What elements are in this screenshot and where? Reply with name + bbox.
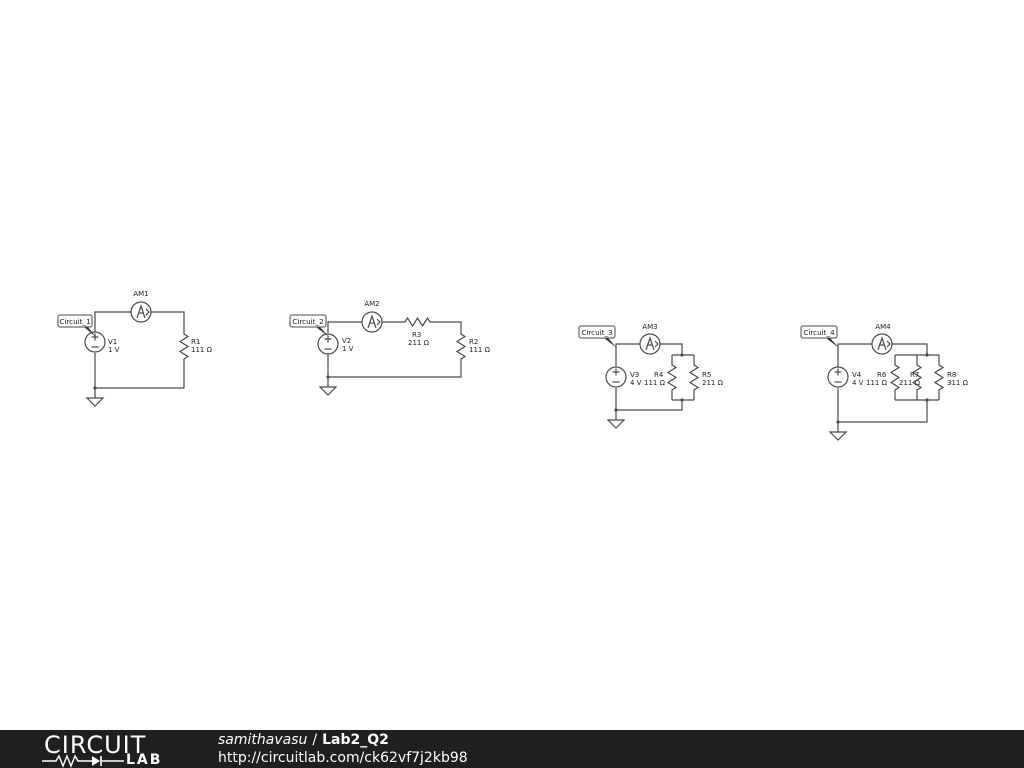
schematic-canvas: Circuit_1 AM1 V1 1 V R1 111 Ω Circuit_2 …	[57, 290, 969, 441]
logo-word-bottom: LAB	[126, 752, 163, 768]
voltage-source-v1-icon[interactable]	[84, 331, 106, 353]
ammeter-am1-icon[interactable]	[130, 301, 152, 323]
resistor-value: 111 Ω	[191, 346, 213, 354]
resistor-name: R2	[469, 338, 478, 346]
schematic-meta: samithavasu/Lab2_Q2 http://circuitlab.co…	[218, 731, 468, 767]
source-value: 1 V	[342, 345, 354, 353]
source-name: V1	[108, 338, 117, 346]
resistor-r5-icon[interactable]	[689, 361, 699, 394]
circuit-tag[interactable]: Circuit_3	[581, 328, 612, 337]
source-value: 4 V	[630, 379, 642, 387]
resistor-r8-icon[interactable]	[934, 361, 944, 394]
ground-icon	[607, 409, 625, 429]
ammeter-label: AM4	[875, 323, 891, 331]
resistor-r3-icon[interactable]	[401, 317, 434, 327]
resistor-value: 111 Ω	[866, 379, 888, 387]
source-name: V2	[342, 337, 351, 345]
ground-icon	[86, 387, 104, 407]
ground-icon	[319, 376, 337, 396]
ammeter-label: AM3	[642, 323, 657, 331]
circuit-3: Circuit_3 AM3 V3 4 V R4 111 Ω R5 211 Ω	[578, 323, 724, 429]
resistor-value: 111 Ω	[469, 346, 491, 354]
resistor-value: 211 Ω	[702, 379, 724, 387]
resistor-name: R7	[910, 371, 919, 379]
resistor-name: R4	[654, 371, 664, 379]
resistor-name: R8	[947, 371, 956, 379]
source-name: V3	[630, 371, 639, 379]
resistor-r1-icon[interactable]	[179, 330, 189, 363]
path-separator: /	[312, 732, 318, 748]
ammeter-label: AM2	[364, 300, 379, 308]
resistor-name: R6	[877, 371, 887, 379]
resistor-name: R1	[191, 338, 200, 346]
logo-word-top: CIRCUIT	[44, 731, 147, 759]
author-link[interactable]: samithavasu	[218, 732, 308, 748]
footer-bar: CIRCUIT LAB samithavasu/Lab2_Q2 http://c…	[0, 730, 1024, 768]
resistor-value: 211 Ω	[899, 379, 921, 387]
circuitlab-logo[interactable]: CIRCUIT LAB	[42, 732, 182, 768]
resistor-value: 311 Ω	[947, 379, 969, 387]
resistor-name: R3	[412, 331, 421, 339]
resistor-value: 111 Ω	[644, 379, 666, 387]
ground-icon	[829, 421, 847, 441]
ammeter-am3-icon[interactable]	[639, 333, 661, 355]
circuit-2: Circuit_2 AM2 V2 1 V R3 211 Ω R2 111 Ω	[289, 300, 491, 396]
resistor-r6-icon[interactable]	[890, 361, 900, 394]
ammeter-am4-icon[interactable]	[871, 333, 893, 355]
ammeter-am2-icon[interactable]	[361, 311, 383, 333]
source-value: 1 V	[108, 346, 120, 354]
circuit-1: Circuit_1 AM1 V1 1 V R1 111 Ω	[57, 290, 213, 407]
logo-circuit-symbol-icon	[42, 754, 124, 768]
circuit-tag[interactable]: Circuit_1	[59, 317, 90, 326]
source-value: 4 V	[852, 379, 864, 387]
circuit-4: Circuit_4 AM4 V4 4 V R6 111 Ω R7 211 Ω R…	[800, 323, 969, 441]
resistor-name: R5	[702, 371, 711, 379]
resistor-r2-icon[interactable]	[456, 330, 466, 363]
voltage-source-v3-icon[interactable]	[605, 366, 627, 388]
voltage-source-v4-icon[interactable]	[827, 366, 849, 388]
resistor-value: 211 Ω	[408, 339, 430, 347]
source-name: V4	[852, 371, 862, 379]
circuit-tag[interactable]: Circuit_4	[803, 328, 835, 337]
schematic-url[interactable]: http://circuitlab.com/ck62vf7j2kb98	[218, 750, 468, 766]
schematic-title[interactable]: Lab2_Q2	[322, 732, 389, 748]
resistor-r4-icon[interactable]	[667, 361, 677, 394]
ammeter-label: AM1	[133, 290, 148, 298]
voltage-source-v2-icon[interactable]	[317, 333, 339, 355]
circuit-tag[interactable]: Circuit_2	[292, 317, 323, 326]
